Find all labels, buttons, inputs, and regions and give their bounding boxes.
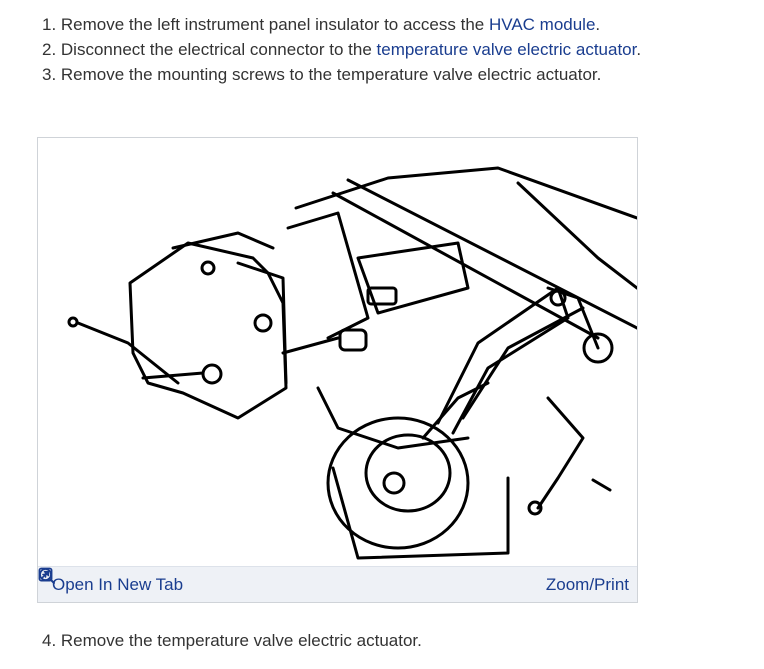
dash-line-4 [516, 181, 637, 290]
dash-line-1 [294, 166, 637, 220]
step-3-text: 3. Remove the mounting screws to the tem… [42, 65, 602, 84]
drum-hub [382, 471, 406, 495]
lever-arm [536, 396, 585, 510]
step-1-suffix: . [595, 15, 601, 34]
actuator-shaft [281, 336, 340, 355]
actuator-diagram [67, 166, 637, 560]
step-1-text: 1. Remove the left instrument panel insu… [42, 15, 489, 34]
actuator-screw-3 [200, 260, 216, 276]
pivot-1 [549, 289, 567, 307]
actuator-face [236, 261, 288, 385]
drum-inner [364, 433, 452, 513]
step-4-text: 4. Remove the temperature valve electric… [42, 631, 422, 650]
actuator-screw-1 [201, 363, 223, 385]
diagram-figure: Open In New Tab Zoom/Print [37, 137, 638, 603]
zoom-print-label: Zoom/Print [545, 574, 629, 594]
open-in-new-tab-button[interactable]: Open In New Tab [38, 567, 184, 595]
leader-line [76, 321, 180, 385]
leader-line-2 [141, 371, 205, 380]
dash-line-3 [331, 191, 600, 340]
pin [591, 478, 612, 492]
temperature-valve-actuator-link[interactable]: temperature valve electric actuator [376, 40, 637, 59]
drum-base [331, 466, 510, 560]
drum-housing [326, 416, 470, 550]
procedure-steps: 1. Remove the left instrument panel insu… [42, 12, 641, 87]
pivot-2 [582, 332, 614, 364]
step-2-text: 2. Disconnect the electrical connector t… [42, 40, 377, 59]
step-1: 1. Remove the left instrument panel insu… [42, 12, 641, 37]
actuator-cover-line [171, 231, 275, 250]
figure-toolbar: Open In New Tab Zoom/Print [38, 566, 637, 602]
linkage-rod-2 [461, 306, 585, 420]
panel-edge [286, 211, 370, 340]
shaft-coupler [338, 328, 368, 352]
loose-screw [67, 316, 79, 328]
open-in-new-tab-label: Open In New Tab [52, 574, 184, 594]
zoom-in-icon [39, 568, 55, 584]
lever-end [527, 500, 543, 516]
zoom-print-button[interactable]: Zoom/Print [39, 568, 629, 595]
hvac-module-link[interactable]: HVAC module [488, 15, 596, 34]
dash-line-2 [346, 178, 637, 330]
bracket-tab [366, 286, 398, 306]
vent-body [356, 241, 470, 315]
actuator-screw-2 [253, 313, 273, 333]
actuator-housing [128, 241, 288, 420]
drum-arm [421, 381, 490, 440]
step-2: 2. Disconnect the electrical connector t… [42, 37, 641, 62]
step-4: 4. Remove the temperature valve electric… [42, 628, 422, 653]
step-2-suffix: . [636, 40, 642, 59]
step-3: 3. Remove the mounting screws to the tem… [42, 62, 641, 87]
link-arm [546, 286, 600, 350]
